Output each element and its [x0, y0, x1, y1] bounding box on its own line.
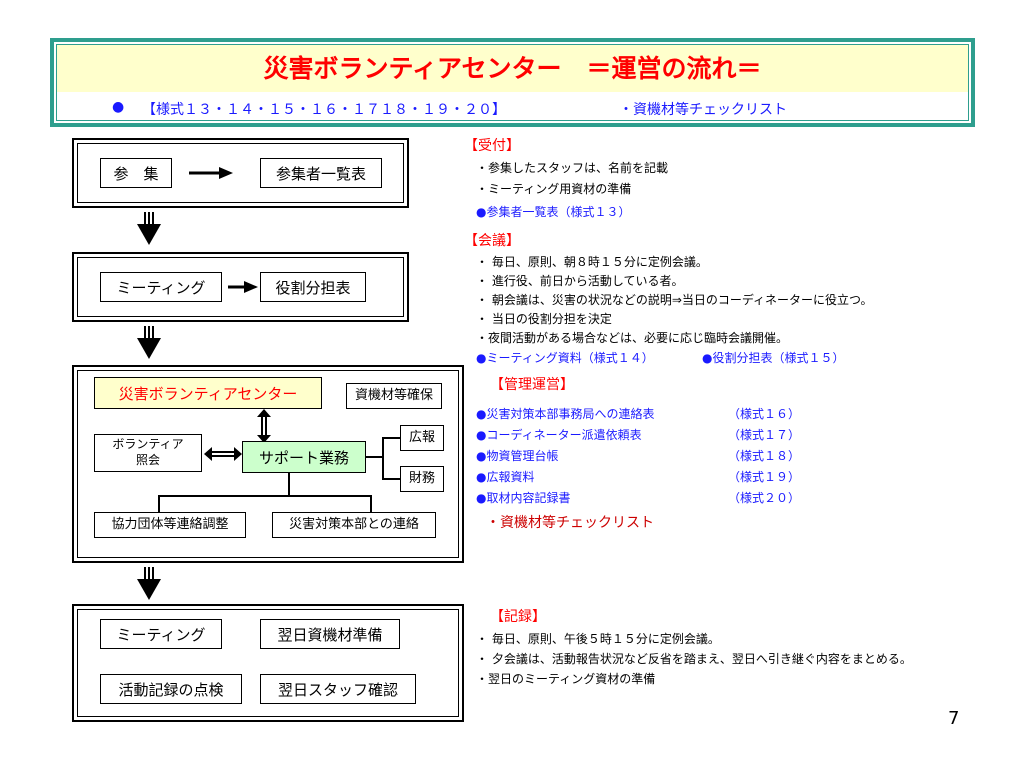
connector-line: [158, 495, 160, 512]
meeting-line: ・ 朝会議は、災害の状況などの説明⇒当日のコーディネーターに役立つ。: [476, 293, 873, 307]
volunteer-center-box: 災害ボランティアセンター: [94, 377, 322, 409]
record-line: ・ 毎日、原則、午後５時１５分に定例会議。: [476, 632, 720, 646]
management-item-form: （様式１７）: [728, 428, 801, 442]
management-item-form: （様式２０）: [728, 491, 801, 505]
assembly-box: 参 集: [100, 158, 172, 188]
connector-line: [382, 478, 400, 480]
roles-form-link: ●役割分担表（様式１５）: [702, 351, 845, 365]
meeting-line: ・夜間活動がある場合などは、必要に応じ臨時会議開催。: [476, 331, 789, 345]
record-line: ・ 夕会議は、活動報告状況など反省を踏まえ、翌日へ引き継ぐ内容をまとめる。: [476, 652, 912, 666]
next-day-materials-box: 翌日資機材準備: [260, 619, 400, 649]
hq-liaison-box: 災害対策本部との連絡: [272, 512, 436, 538]
management-item-name: ●取材内容記録書: [476, 491, 571, 505]
forms-list: 【様式１３・１４・１５・１６・１７１８・１９・２０】: [142, 102, 506, 118]
record-check-box: 活動記録の点検: [100, 674, 242, 704]
management-item-name: ●広報資料: [476, 470, 535, 484]
management-heading: 【管理運営】: [490, 377, 574, 393]
management-item-form: （様式１９）: [728, 470, 801, 484]
pr-box: 広報: [400, 425, 444, 451]
down-arrow-icon: [137, 212, 161, 245]
management-item-form: （様式１６）: [728, 407, 801, 421]
reception-heading: 【受付】: [464, 138, 520, 154]
support-box: サポート業務: [242, 441, 366, 473]
materials-box: 資機材等確保: [346, 383, 442, 409]
connector-line: [366, 456, 382, 458]
right-arrow-icon: [228, 281, 258, 293]
subtitle-band: ● 【様式１３・１４・１５・１６・１７１８・１９・２０】 ・資機材等チェックリス…: [57, 92, 968, 120]
record-frame: ミーティング 翌日資機材準備 活動記録の点検 翌日スタッフ確認: [72, 604, 464, 722]
connector-line: [382, 437, 384, 479]
connector-line: [288, 473, 290, 495]
connector-line: [158, 495, 370, 497]
meeting-form-link: ●ミーティング資料（様式１４）: [476, 351, 654, 365]
vertical-double-arrow-icon: [257, 409, 271, 443]
down-arrow-icon: [137, 326, 161, 359]
next-day-staff-box: 翌日スタッフ確認: [260, 674, 416, 704]
attendee-list-box: 参集者一覧表: [260, 158, 382, 188]
management-item-name: ●コーディネーター派遣依頼表: [476, 428, 642, 442]
meeting-box: ミーティング: [100, 272, 222, 302]
management-item-name: ●災害対策本部事務局への連絡表: [476, 407, 655, 421]
meeting-line: ・ 進行役、前日から活動している者。: [476, 274, 684, 288]
right-arrow-icon: [189, 167, 233, 179]
horizontal-double-arrow-icon: [204, 447, 242, 461]
finance-box: 財務: [400, 466, 444, 492]
checklist-label: ・資機材等チェックリスト: [619, 102, 787, 118]
meeting-heading: 【会議】: [464, 233, 520, 249]
reception-line: ・ミーティング用資材の準備: [476, 182, 632, 196]
meeting-frame: ミーティング 役割分担表: [72, 252, 409, 322]
connector-line: [382, 437, 400, 439]
page-title: 災害ボランティアセンター ＝運営の流れ＝: [57, 45, 968, 92]
management-item-name: ●物資管理台帳: [476, 449, 559, 463]
record-heading: 【記録】: [490, 609, 546, 625]
volunteer-inquiry-box: ボランティア 照会: [94, 434, 202, 472]
connector-line: [370, 495, 372, 512]
reception-line: ・参集したスタッフは、名前を記載: [476, 161, 669, 175]
role-assignment-box: 役割分担表: [260, 272, 366, 302]
reception-frame: 参 集 参集者一覧表: [72, 138, 409, 208]
page-number: 7: [948, 708, 960, 729]
cooperation-box: 協力団体等連絡調整: [94, 512, 246, 538]
record-line: ・翌日のミーティング資材の準備: [476, 672, 656, 686]
evening-meeting-box: ミーティング: [100, 619, 222, 649]
management-item-form: （様式１８）: [728, 449, 801, 463]
meeting-line: ・ 毎日、原則、朝８時１５分に定例会議。: [476, 255, 708, 269]
reception-form-link: ●参集者一覧表（様式１３）: [476, 205, 631, 219]
bullet-icon: ●: [112, 99, 125, 115]
down-arrow-icon: [137, 567, 161, 600]
management-checklist: ・資機材等チェックリスト: [486, 515, 654, 531]
meeting-line: ・ 当日の役割分担を決定: [476, 312, 612, 326]
title-banner: 災害ボランティアセンター ＝運営の流れ＝ ● 【様式１３・１４・１５・１６・１７…: [50, 38, 975, 127]
management-frame: 災害ボランティアセンター 資機材等確保 ボランティア 照会 サポート業務 広報 …: [72, 365, 464, 563]
